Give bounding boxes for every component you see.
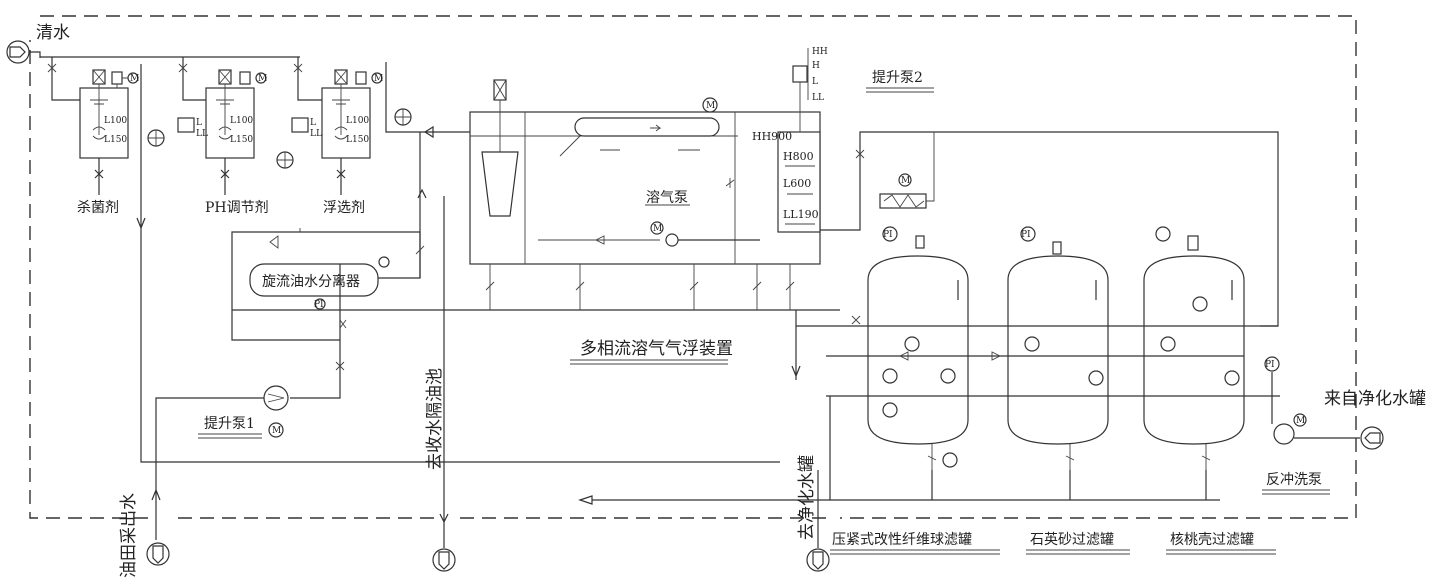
bactericide-label: 杀菌剂 [77, 200, 119, 216]
recovery-tank-outlet: 去收水隔油池 [425, 196, 456, 572]
lift-pump-1-label: 提升泵1 [204, 416, 255, 432]
flotation-unit: M M 溶气泵 多相流溶气气浮装置 [232, 79, 840, 365]
svg-text:LL: LL [310, 129, 322, 139]
backwash-pump-label: 反冲洗泵 [1266, 472, 1322, 488]
svg-text:L: L [812, 77, 818, 87]
svg-text:PI: PI [883, 230, 893, 240]
svg-text:L600: L600 [783, 177, 811, 190]
svg-text:M: M [272, 426, 281, 436]
dosing-tank-flotation: M L100 L150 L LL 浮选剂 [291, 69, 412, 216]
svg-text:H: H [812, 61, 820, 71]
ph-regulator-label: PH调节剂 [205, 200, 269, 216]
svg-text:LL: LL [196, 129, 208, 139]
svg-text:M: M [901, 176, 910, 186]
filter-tank-fiber: PI [867, 226, 969, 470]
svg-text:M: M [258, 74, 267, 84]
dosing-tank-ph: M L100 L150 L LL PH调节剂 [177, 69, 294, 216]
svg-text:LL190: LL190 [783, 208, 819, 221]
svg-text:L150: L150 [230, 135, 253, 145]
svg-text:M: M [706, 101, 715, 111]
svg-text:H800: H800 [783, 150, 814, 163]
svg-text:L: L [196, 118, 202, 128]
oilfield-water-label: 油田采出水 [119, 493, 139, 578]
svg-text:L100: L100 [346, 116, 369, 126]
filter-tank-walnut [1143, 226, 1245, 470]
svg-text:HH: HH [812, 47, 828, 57]
svg-text:L100: L100 [230, 116, 253, 126]
svg-text:L150: L150 [346, 135, 369, 145]
svg-text:HH900: HH900 [752, 130, 792, 143]
svg-text:M: M [653, 224, 662, 234]
svg-text:PI: PI [1021, 230, 1031, 240]
svg-text:M: M [1296, 416, 1305, 426]
lift-pump-1: M 提升泵1 [151, 340, 345, 540]
lift-tank: HH H L LL HH900 H800 L600 LL190 提升泵2 M [752, 47, 1279, 327]
flotation-unit-label: 多相流溶气气浮装置 [580, 339, 733, 359]
fiber-ball-filter-label: 压紧式改性纤维球滤罐 [832, 532, 972, 548]
oilfield-water-inlet: 油田采出水 [119, 493, 170, 578]
flotation-agent-label: 浮选剂 [323, 200, 365, 216]
system-boundary [29, 15, 1357, 519]
filter-piping [578, 280, 1280, 548]
svg-text:L150: L150 [104, 135, 127, 145]
quartz-sand-filter-label: 石英砂过滤罐 [1030, 531, 1114, 548]
svg-text:PI: PI [1265, 360, 1275, 370]
cyclone-separator: 旋流油水分离器 PI [231, 132, 427, 341]
clear-water-inlet: 清水 [6, 23, 322, 101]
lift-pump-2-label: 提升泵2 [872, 70, 923, 86]
purified-tank-outlet: 去净化水罐 [797, 455, 830, 572]
from-purified-tank-label: 来自净化水罐 [1324, 389, 1426, 409]
svg-text:LL: LL [812, 93, 824, 103]
walnut-shell-filter-label: 核桃壳过滤罐 [1170, 531, 1254, 548]
clear-water-label: 清水 [36, 23, 70, 43]
svg-text:M: M [374, 74, 383, 84]
dosing-tank-bactericide: M L100 L150 杀菌剂 [77, 69, 165, 216]
purified-tank-label: 去净化水罐 [797, 455, 817, 540]
svg-text:L: L [310, 118, 316, 128]
recovery-tank-label: 去收水隔油池 [425, 368, 445, 470]
backwash-pump: M PI 反冲洗泵 来自净化水罐 [1262, 356, 1426, 495]
dissolved-air-pump-label: 溶气泵 [646, 190, 688, 206]
svg-text:L100: L100 [104, 116, 127, 126]
svg-text:M: M [130, 74, 139, 84]
filter-tank-quartz: PI [1007, 226, 1109, 470]
svg-text:PI: PI [314, 300, 324, 310]
cyclone-separator-label: 旋流油水分离器 [262, 273, 360, 290]
